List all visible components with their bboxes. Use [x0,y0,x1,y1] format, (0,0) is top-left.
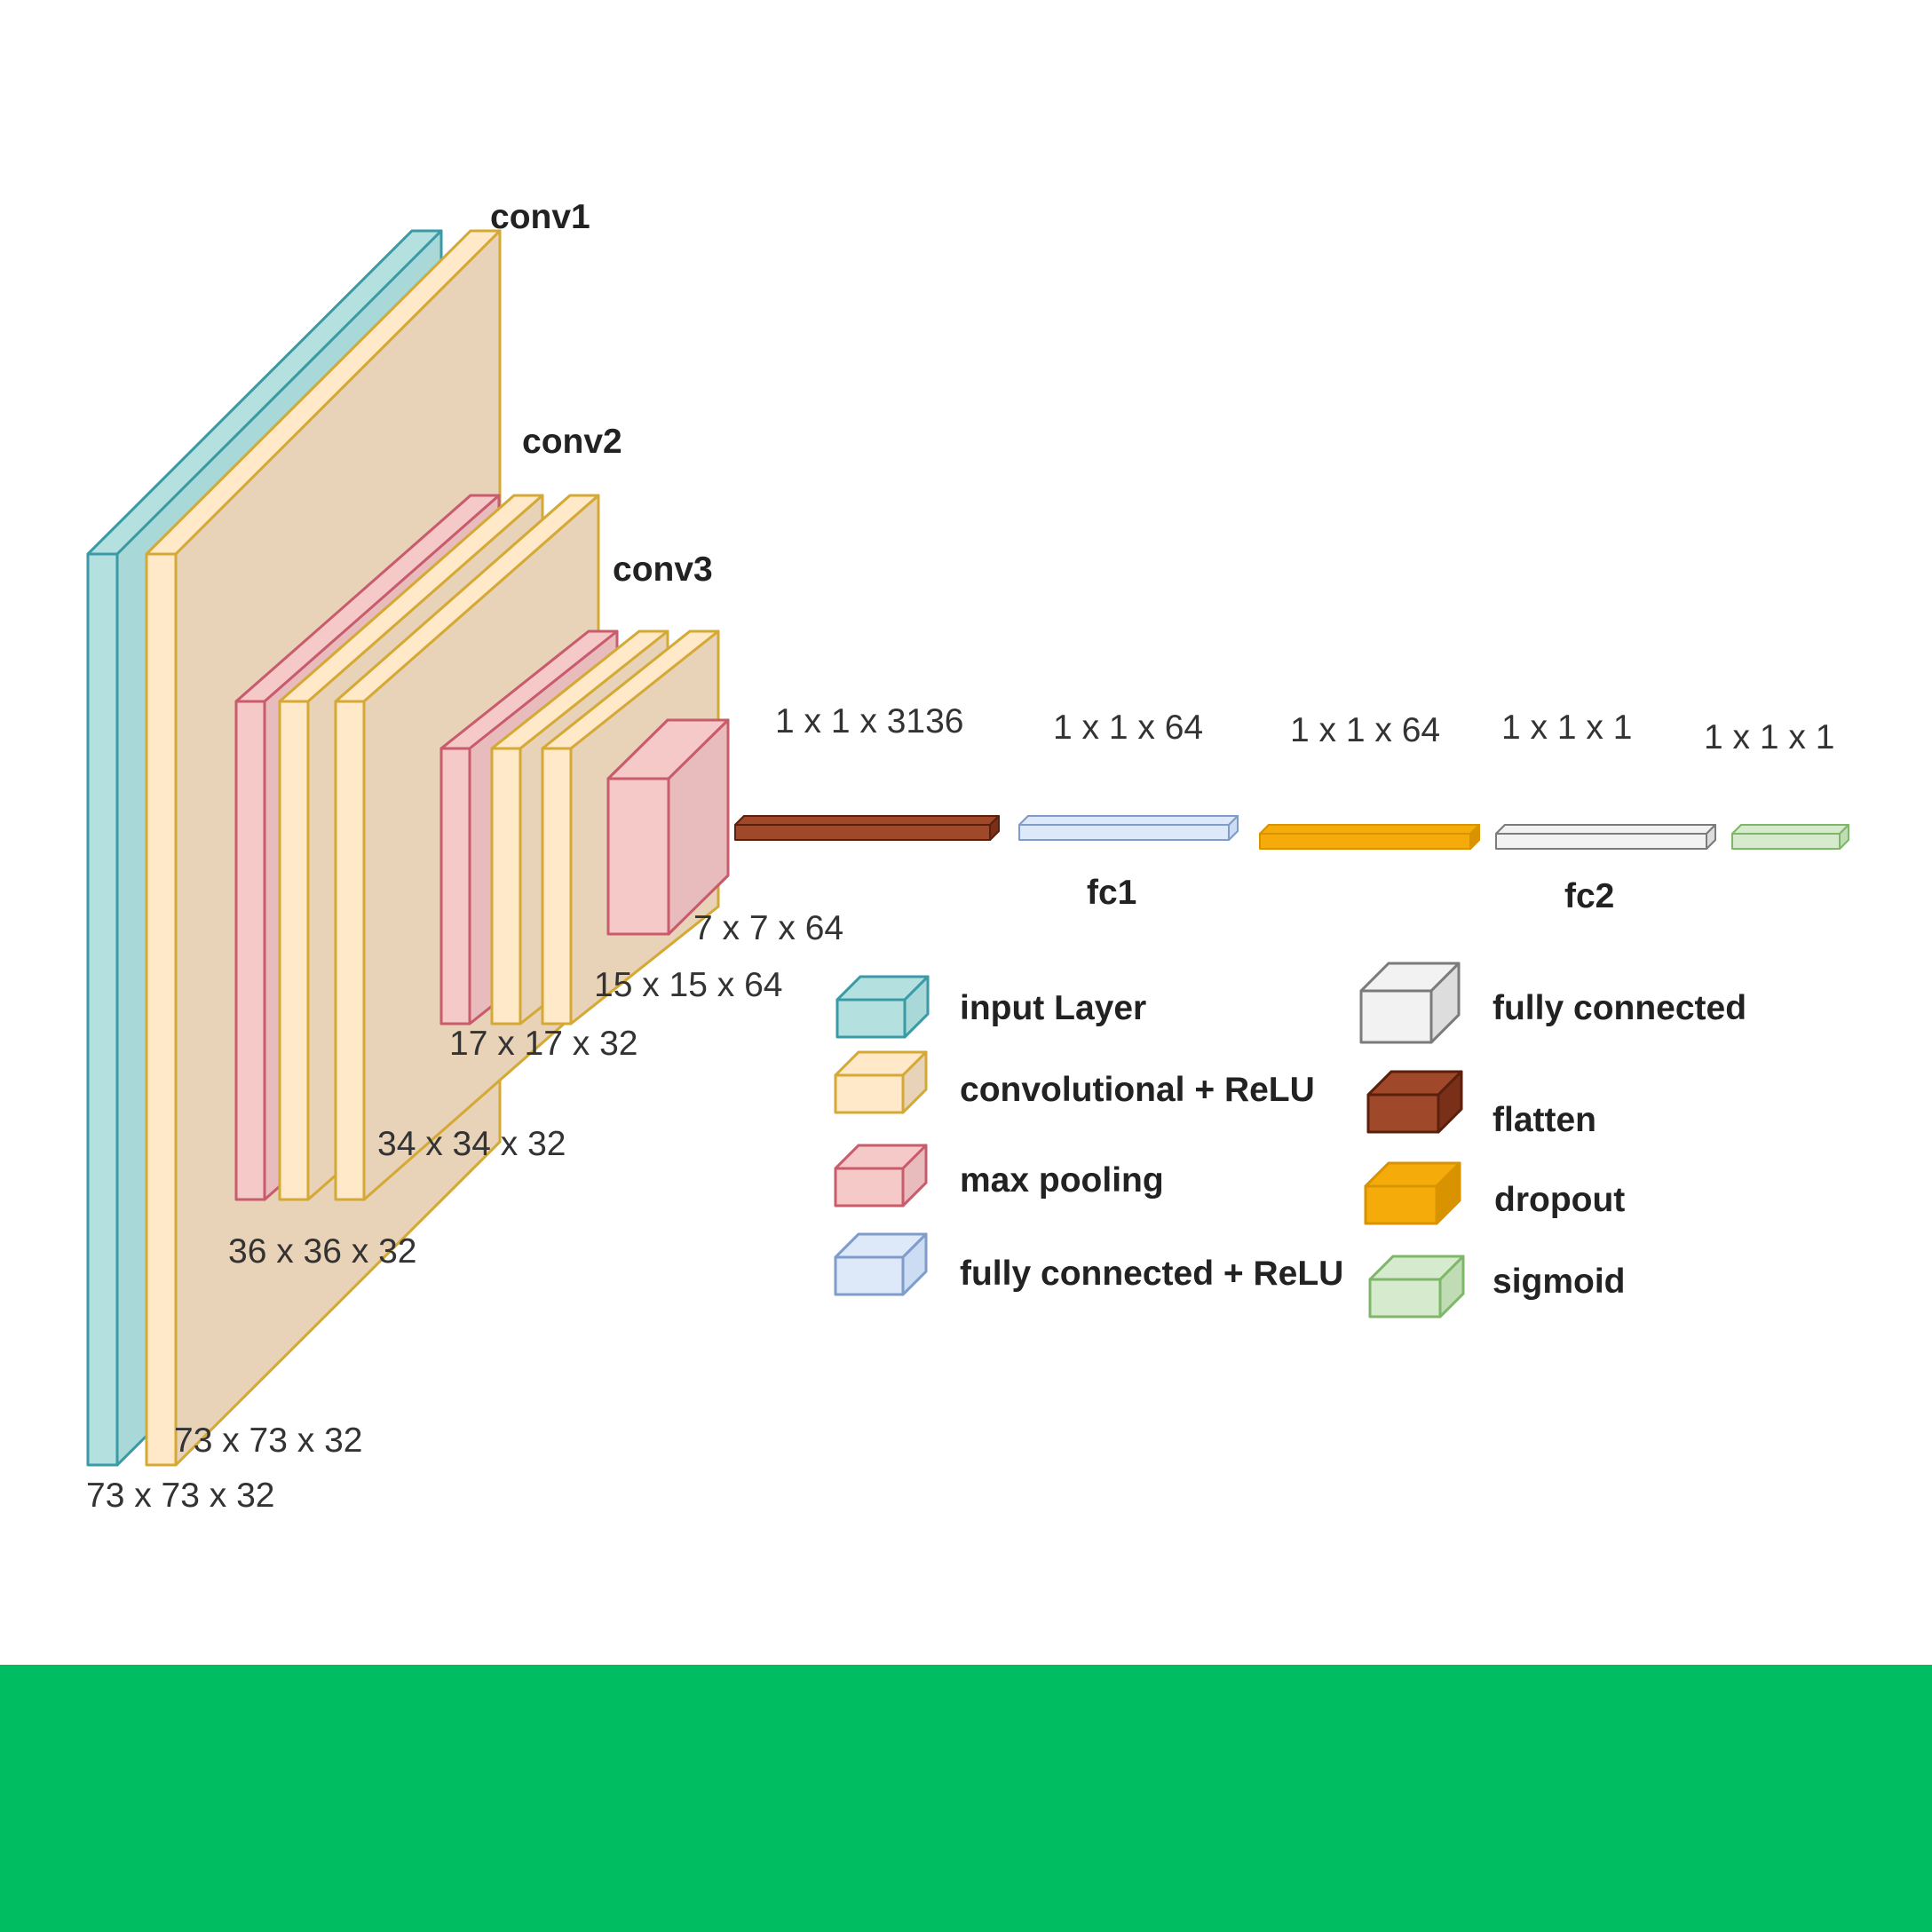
cnn-architecture-diagram: conv1 conv2 conv3 fc1 fc2 73 x 73 x 32 7… [86,198,1849,1515]
conv2-label: conv2 [522,423,622,461]
flatten-dim-label: 1 x 1 x 3136 [775,702,963,740]
pool3-block [606,718,730,936]
legend-label-dropout: dropout [1494,1181,1625,1219]
sigmoid-dim-label: 1 x 1 x 1 [1704,718,1834,756]
dropout-block [1259,824,1480,850]
pool2-dim-label: 17 x 17 x 32 [449,1025,637,1063]
fc1-dim-label: 1 x 1 x 64 [1053,709,1203,747]
legend-icon-conv [834,1050,928,1114]
sigmoid-block [1731,824,1849,850]
conv1-dim-label: 73 x 73 x 32 [174,1421,362,1460]
legend-icon-input [835,975,930,1039]
layer-blocks [86,229,1849,1467]
legend-label-pool: max pooling [960,1161,1164,1200]
conv3-dim-label: 15 x 15 x 64 [594,966,782,1004]
legend-icon-pool [834,1144,928,1208]
legend-label-flatten: flatten [1493,1101,1596,1139]
fc2-dim-label: 1 x 1 x 1 [1501,709,1632,747]
input-dim-label: 73 x 73 x 32 [86,1477,274,1515]
fc1-block [1018,815,1239,841]
legend-label-fc-relu: fully connected + ReLU [960,1255,1343,1293]
legend: input Layer convolutional + ReLU max poo… [834,962,1746,1318]
legend-icon-flatten [1366,1070,1463,1134]
fc2-label: fc2 [1564,877,1614,915]
legend-label-conv: convolutional + ReLU [960,1071,1315,1109]
conv1-label: conv1 [490,198,590,236]
legend-icon-fc [1359,962,1461,1044]
legend-label-sigmoid: sigmoid [1493,1263,1626,1301]
legend-icons [834,962,1465,1318]
dropout-dim-label: 1 x 1 x 64 [1290,711,1440,749]
legend-icon-sigmoid [1368,1255,1465,1318]
flatten-block [734,815,1000,841]
fc1-label: fc1 [1087,874,1136,912]
legend-icon-fc-relu [834,1232,928,1296]
legend-label-fc: fully connected [1493,989,1746,1027]
pool3-dim-label: 7 x 7 x 64 [693,909,843,947]
pool1-dim-label: 36 x 36 x 32 [228,1232,416,1271]
legend-label-input: input Layer [960,989,1146,1027]
legend-icon-dropout [1364,1161,1461,1225]
fc2-block [1495,824,1716,850]
conv3-label: conv3 [613,550,713,589]
conv2-dim-label: 34 x 34 x 32 [377,1125,566,1163]
green-footer-band [0,1665,1932,1932]
